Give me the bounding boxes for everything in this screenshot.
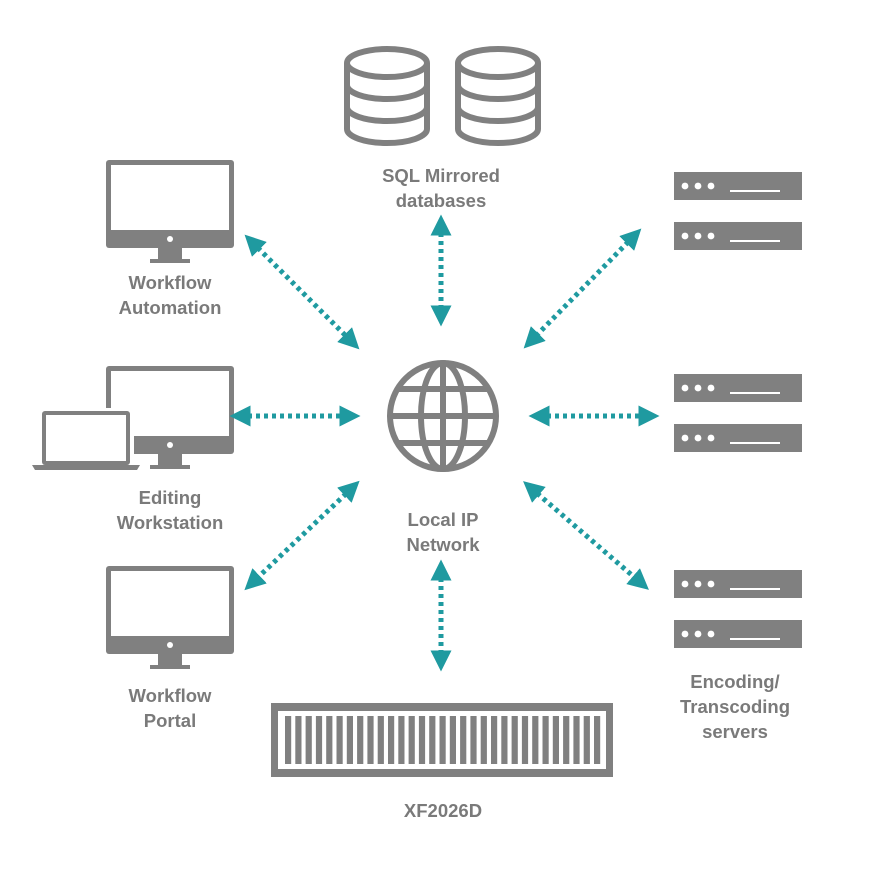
storage-bay: [418, 716, 426, 764]
storage-bay: [511, 716, 518, 764]
storage-label-text: XF2026D: [403, 800, 483, 821]
storage-bay: [408, 716, 415, 764]
sql-databases-label: SQL Mirrored databases: [341, 163, 541, 213]
laptop-monitor-icon: [32, 366, 234, 470]
storage-bay: [594, 716, 601, 764]
encoding-label-line3: servers: [702, 721, 768, 742]
sql-label-line1: SQL Mirrored: [382, 165, 500, 186]
storage-bay: [295, 716, 302, 764]
storage-label: XF2026D: [363, 798, 523, 823]
editing-workstation-label-line2: Workstation: [116, 512, 224, 533]
workflow-automation-label: Workflow Automation: [90, 270, 250, 320]
storage-bay: [439, 716, 446, 764]
storage-bay: [388, 716, 395, 764]
network-label-line2: Network: [406, 534, 480, 555]
storage-bay: [583, 716, 590, 764]
network-label-line1: Local IP: [407, 509, 479, 530]
editing-workstation-label-line1: Editing: [138, 487, 202, 508]
editing-workstation-label: Editing Workstation: [90, 485, 250, 535]
monitor-icon: [106, 160, 234, 263]
encoding-servers-label: Encoding/ Transcoding servers: [650, 669, 820, 744]
storage-bay: [501, 716, 508, 764]
storage-bay: [573, 716, 580, 764]
storage-bay: [470, 716, 477, 764]
storage-bay: [377, 716, 384, 764]
storage-bay: [491, 716, 498, 764]
storage-bay: [542, 716, 549, 764]
monitor-icon: [106, 566, 234, 669]
storage-bay: [480, 716, 487, 764]
storage-bay: [285, 716, 292, 764]
encoding-label-line2: Transcoding: [680, 696, 790, 717]
storage-bay: [367, 716, 374, 764]
storage-bay: [357, 716, 364, 764]
encoding-label-line1: Encoding/: [690, 671, 780, 692]
storage-bay: [315, 716, 323, 764]
workflow-portal-label-line2: Portal: [143, 710, 197, 731]
storage-bay: [305, 716, 312, 764]
rack-server-icon: [674, 570, 802, 648]
globe-icon: [387, 360, 499, 472]
network-label: Local IP Network: [363, 507, 523, 557]
rack-server-icon: [674, 374, 802, 452]
storage-bay: [460, 716, 467, 764]
workflow-portal-label-line1: Workflow: [128, 685, 212, 706]
database-icon: [347, 49, 538, 143]
sql-label-line2: databases: [395, 190, 487, 211]
storage-bay: [326, 716, 333, 764]
storage-bay: [346, 716, 353, 764]
storage-bay: [398, 716, 405, 764]
connection-arrow: [523, 481, 649, 590]
workflow-portal-label: Workflow Portal: [90, 683, 250, 733]
connection-arrow: [244, 480, 360, 591]
workflow-automation-label-line1: Workflow: [128, 272, 212, 293]
connection-arrow: [523, 228, 642, 349]
rack-server-icon: [674, 172, 802, 250]
storage-bay: [521, 716, 529, 764]
storage-bay: [532, 716, 539, 764]
storage-bay: [552, 716, 559, 764]
storage-bay: [336, 716, 343, 764]
workflow-automation-label-line2: Automation: [118, 297, 222, 318]
storage-bay: [429, 716, 436, 764]
storage-array-icon: [271, 703, 613, 777]
storage-bay: [563, 716, 570, 764]
storage-bay: [449, 716, 456, 764]
connection-arrow: [244, 234, 360, 350]
